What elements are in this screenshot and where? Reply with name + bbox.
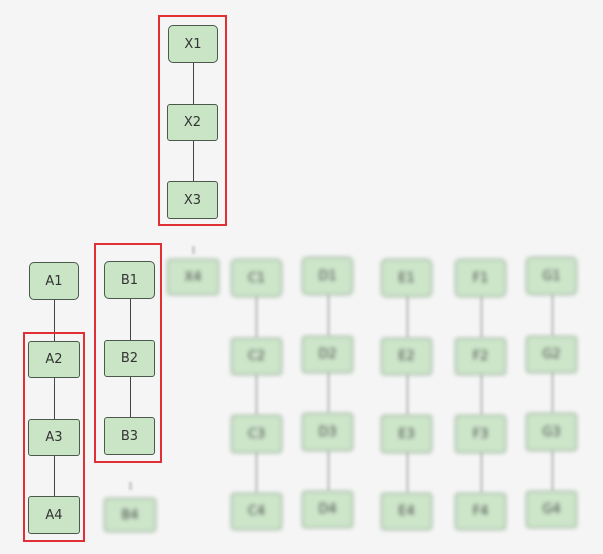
connector xyxy=(481,297,482,338)
connector xyxy=(256,375,257,415)
node-d2[interactable]: D2 xyxy=(302,336,353,373)
connector-stub xyxy=(192,246,195,254)
node-f1[interactable]: F1 xyxy=(455,259,506,297)
connector xyxy=(256,453,257,493)
connector xyxy=(552,451,553,491)
node-a3[interactable]: A3 xyxy=(28,419,80,456)
connector xyxy=(328,295,329,336)
node-x1[interactable]: X1 xyxy=(168,25,218,63)
node-f2[interactable]: F2 xyxy=(455,338,506,375)
node-c3[interactable]: C3 xyxy=(231,415,282,453)
node-e1[interactable]: E1 xyxy=(381,259,432,297)
node-c4[interactable]: C4 xyxy=(231,493,282,530)
node-b4[interactable]: B4 xyxy=(104,498,156,532)
node-b1[interactable]: B1 xyxy=(104,261,155,299)
node-c2[interactable]: C2 xyxy=(231,338,282,375)
node-a2[interactable]: A2 xyxy=(28,341,80,378)
node-g3[interactable]: G3 xyxy=(526,413,577,451)
connector xyxy=(407,375,408,415)
connector xyxy=(552,295,553,336)
selection-box-x1-x3[interactable] xyxy=(158,15,227,226)
connector xyxy=(328,451,329,491)
connector xyxy=(54,456,55,496)
selection-box-b1-b3[interactable] xyxy=(94,243,162,463)
node-d4[interactable]: D4 xyxy=(302,491,353,528)
node-x3[interactable]: X3 xyxy=(167,181,218,219)
node-e3[interactable]: E3 xyxy=(381,415,432,453)
connector xyxy=(54,378,55,419)
connector-stub xyxy=(129,482,132,490)
node-g2[interactable]: G2 xyxy=(526,336,577,373)
node-a4[interactable]: A4 xyxy=(28,496,80,534)
node-x4[interactable]: X4 xyxy=(167,259,219,295)
node-g4[interactable]: G4 xyxy=(526,491,577,528)
connector xyxy=(130,377,131,417)
connector xyxy=(193,63,194,104)
node-e2[interactable]: E2 xyxy=(381,338,432,375)
connector xyxy=(552,373,553,413)
node-d3[interactable]: D3 xyxy=(302,413,353,451)
selection-box-a2-a4[interactable] xyxy=(23,332,85,542)
node-f3[interactable]: F3 xyxy=(455,415,506,453)
connector xyxy=(54,300,55,341)
connector xyxy=(328,373,329,413)
connector xyxy=(407,297,408,338)
connector xyxy=(481,375,482,415)
node-g1[interactable]: G1 xyxy=(526,257,577,295)
node-x2[interactable]: X2 xyxy=(167,104,218,141)
node-a1[interactable]: A1 xyxy=(29,262,79,300)
node-b3[interactable]: B3 xyxy=(104,417,155,455)
node-d1[interactable]: D1 xyxy=(302,257,353,295)
node-b2[interactable]: B2 xyxy=(104,340,155,377)
connector xyxy=(481,453,482,493)
connector xyxy=(407,453,408,493)
connector xyxy=(256,297,257,338)
connector xyxy=(130,299,131,340)
node-e4[interactable]: E4 xyxy=(381,493,432,530)
connector xyxy=(193,141,194,181)
node-f4[interactable]: F4 xyxy=(455,493,506,530)
node-c1[interactable]: C1 xyxy=(231,259,282,297)
